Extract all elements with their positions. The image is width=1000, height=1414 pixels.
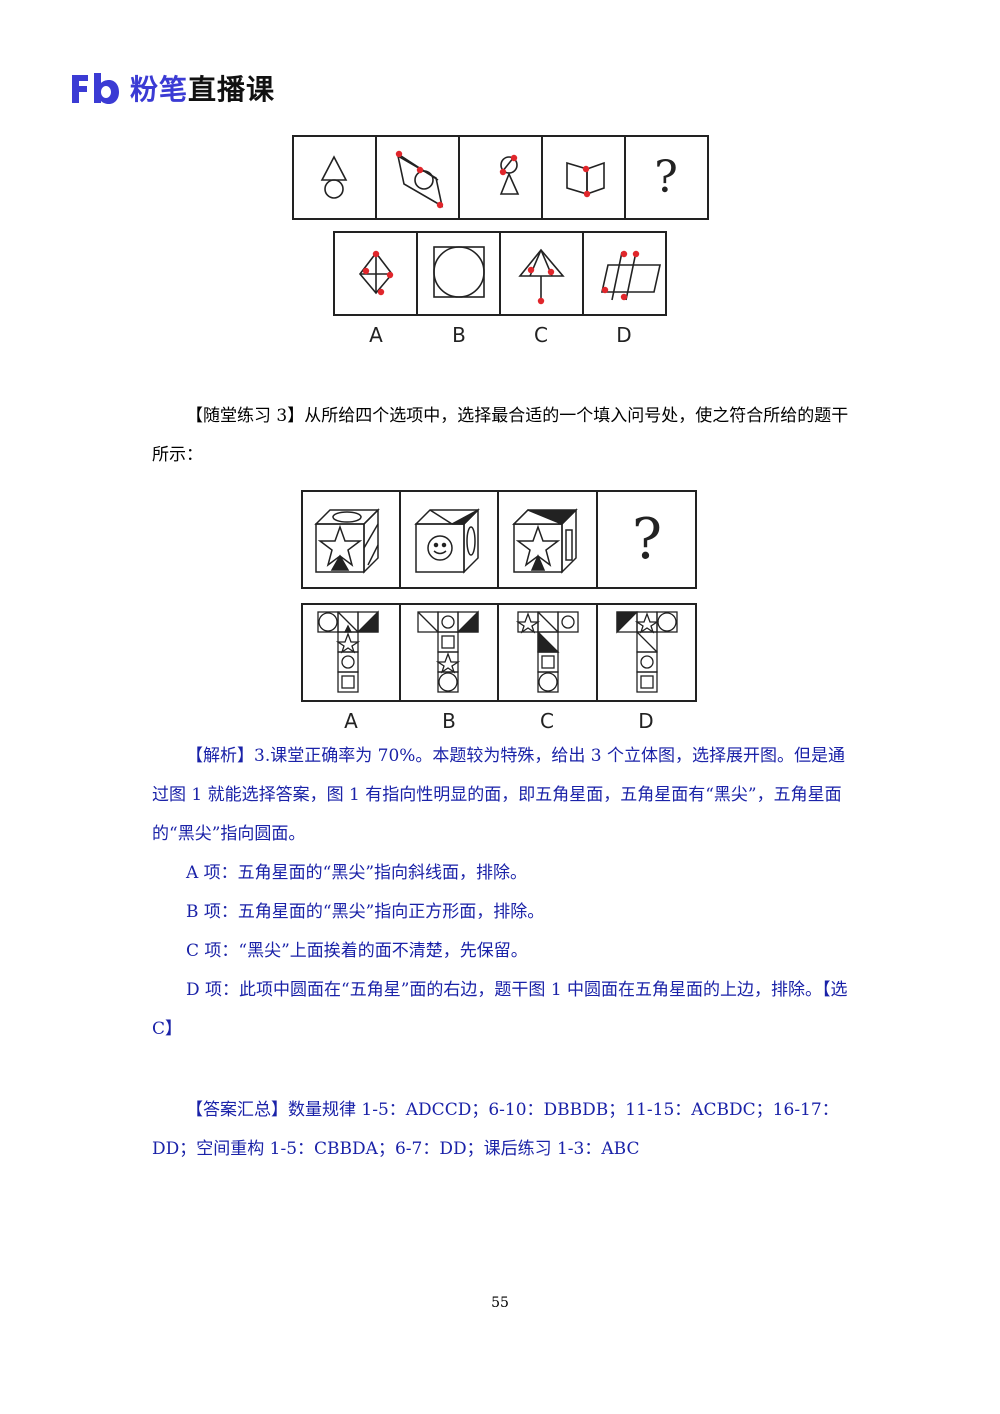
fig1-top-box-5 — [624, 135, 709, 220]
net-d — [616, 611, 678, 693]
analysis-item-d: D 项：此项中圆面在“五角星”面的右边，题干图 1 中圆面在五角星面的上边，排除… — [186, 980, 823, 1000]
fig1-top-box-2 — [375, 135, 460, 220]
cube-1 — [314, 508, 380, 574]
analysis-answer: 【选 C】 — [152, 980, 848, 1039]
practice-text: 从所给四个选项中，选择最合适的一个填入问号处，使之符合所给的题干所示： — [152, 406, 849, 465]
fig2-option-label-c: C — [540, 709, 554, 733]
fig2-option-label-b: B — [442, 709, 456, 733]
circle-shape — [324, 179, 344, 199]
red-dots — [362, 150, 640, 305]
fig1-question-mark: ? — [654, 152, 678, 203]
answer-summary: 【答案汇总】数量规律 1-5：ADCCD；6-10：DBBDB；11-15：AC… — [152, 1091, 852, 1169]
fig2-option-label-a: A — [344, 709, 358, 733]
product-word: 直播课 — [188, 73, 276, 106]
fig2-top-box-3 — [497, 490, 598, 589]
fig1-option-label-b: B — [452, 323, 466, 347]
triangle-shape — [320, 155, 348, 181]
fig1-option-box-d — [582, 231, 667, 316]
cube-3 — [512, 508, 578, 574]
fig1-option-label-c: C — [534, 323, 548, 347]
brand-name: 粉笔直播课 — [130, 68, 275, 108]
fig2-top-box-1 — [301, 490, 401, 589]
cube-2 — [414, 508, 480, 574]
fig1-option-label-a: A — [369, 323, 383, 347]
practice-label: 【随堂练习 3】 — [186, 406, 305, 426]
summary-label: 【答案汇总】 — [186, 1100, 288, 1120]
net-a — [317, 610, 379, 693]
brand-logo: 粉笔直播课 — [70, 68, 275, 108]
fig2-top-box-2 — [399, 490, 499, 589]
fig1-top-box-3 — [458, 135, 543, 220]
analysis-section: 【解析】3.课堂正确率为 70%。本题较为特殊，给出 3 个立体图，选择展开图。… — [152, 737, 852, 1049]
fig2-option-frame — [301, 603, 697, 702]
fig2-option-label-d: D — [638, 709, 653, 733]
net-c — [515, 611, 579, 693]
fig2-top-box-4 — [596, 490, 697, 589]
analysis-item-b: B 项：五角星面的“黑尖”指向正方形面，排除。 — [186, 902, 545, 922]
net-b — [417, 610, 479, 693]
fig2-question-mark: ? — [632, 507, 662, 572]
practice-question: 【随堂练习 3】从所给四个选项中，选择最合适的一个填入问号处，使之符合所给的题干… — [152, 397, 852, 475]
brand-word: 粉笔 — [130, 73, 189, 106]
fb-logo-icon — [72, 73, 119, 104]
summary-text: 数量规律 1-5：ADCCD；6-10：DBBDB；11-15：ACBDC；16… — [152, 1100, 839, 1159]
analysis-label: 【解析】 — [186, 746, 254, 766]
fig1-option-label-d: D — [616, 323, 631, 347]
fig1-option-box-b — [416, 231, 501, 316]
analysis-text: 3.课堂正确率为 70%。本题较为特殊，给出 3 个立体图，选择展开图。但是通过… — [152, 746, 846, 844]
analysis-item-c: C 项：“黑尖”上面挨着的面不清楚，先保留。 — [186, 941, 528, 961]
parallelogram-shape — [396, 154, 444, 208]
fig1-top-box-1 — [292, 135, 377, 220]
page-number: 55 — [491, 1295, 509, 1311]
analysis-item-a: A 项：五角星面的“黑尖”指向斜线面，排除。 — [186, 863, 528, 883]
figure-1: ? A B C D — [292, 135, 709, 347]
fig1-top-box-4 — [541, 135, 626, 220]
